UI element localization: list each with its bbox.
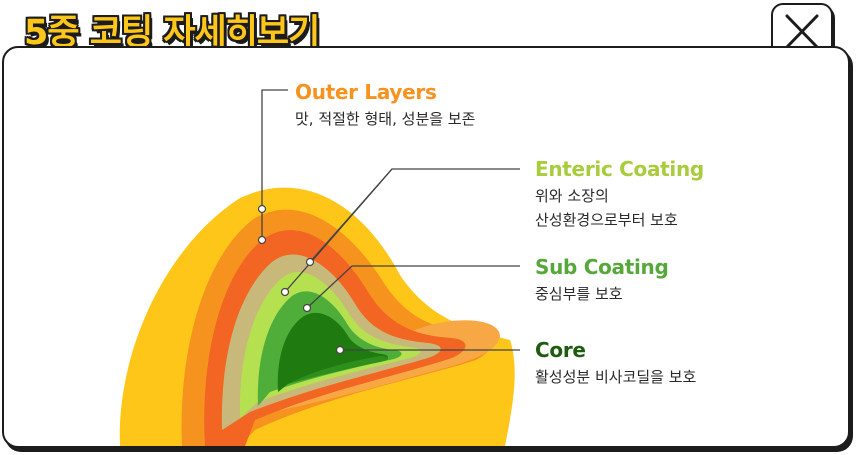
outer-layers-desc: 맛, 적절한 형태, 성분을 보존 xyxy=(295,110,476,128)
enteric-dot-2 xyxy=(280,287,290,297)
sub-coating-title: Sub Coating xyxy=(535,255,669,279)
enteric-coating-title: Enteric Coating xyxy=(535,157,704,181)
sub-dot xyxy=(302,303,312,313)
core-desc: 활성성분 비사코딜을 보호 xyxy=(535,368,697,386)
enteric-dot-1 xyxy=(305,257,315,267)
enteric-leader-2 xyxy=(309,168,393,263)
outer-dot-2 xyxy=(257,235,267,245)
enteric-coating-desc: 위와 소장의 산성환경으로부터 보호 xyxy=(535,187,678,229)
outer-layers-title: Outer Layers xyxy=(295,80,437,104)
core-title: Core xyxy=(535,338,586,362)
close-icon xyxy=(785,14,819,49)
core-dot xyxy=(335,345,345,355)
outer-leader-1 xyxy=(261,89,288,209)
core-cut xyxy=(288,356,389,384)
sub-leader xyxy=(306,265,520,309)
outer-dot-1 xyxy=(257,204,267,214)
sub-coating-desc: 중심부를 보호 xyxy=(535,285,623,303)
core xyxy=(277,312,388,392)
